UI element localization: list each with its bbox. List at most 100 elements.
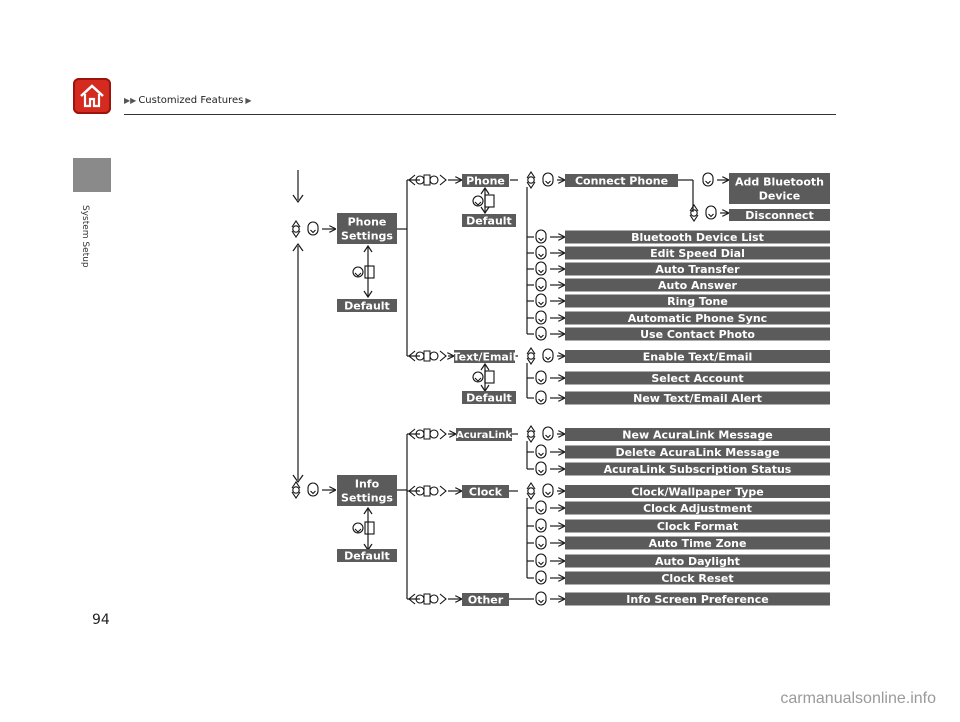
- interface-dial-rotate-icon: [352, 521, 375, 535]
- sidebar-tab-marker: [73, 158, 111, 192]
- text-email-box[interactable]: Text/Email: [453, 350, 517, 363]
- phone-settings-default-box-label: Default: [344, 299, 390, 312]
- auto-daylight-box[interactable]: Auto Daylight: [565, 554, 830, 568]
- interface-dial-select-icon: [526, 482, 554, 500]
- breadcrumb-arrow-icon: ▶: [245, 96, 252, 105]
- auto-transfer-box[interactable]: Auto Transfer: [565, 262, 830, 276]
- clock-reset-box[interactable]: Clock Reset: [565, 571, 830, 585]
- acuralink-subscription-status-box-label: AcuraLink Subscription Status: [604, 463, 792, 476]
- new-acuralink-message-box-label: New AcuraLink Message: [622, 428, 772, 441]
- interface-dial-press-icon: [535, 326, 547, 341]
- phone-settings-box-label: Phone: [348, 215, 387, 228]
- breadcrumb-link[interactable]: Customized Features: [138, 95, 244, 106]
- interface-dial-press-icon: [535, 553, 547, 568]
- home-button[interactable]: [73, 78, 111, 114]
- interface-dial-rotate-icon: [472, 370, 495, 384]
- interface-dial-select-icon: [291, 481, 319, 499]
- info-settings-default-box-label: Default: [344, 549, 390, 562]
- edit-speed-dial-box[interactable]: Edit Speed Dial: [565, 246, 830, 260]
- interface-dial-slide-icon: [408, 485, 447, 497]
- interface-dial-press-icon: [535, 245, 547, 260]
- info-settings-default-box: Default: [337, 549, 397, 562]
- info-screen-preference-box[interactable]: Info Screen Preference: [565, 592, 830, 606]
- ring-tone-box-label: Ring Tone: [667, 295, 728, 308]
- breadcrumb: ▶▶ Customized Features ▶: [124, 95, 251, 106]
- phone-box-label: Phone: [466, 174, 505, 187]
- interface-dial-press-icon: [535, 277, 547, 292]
- disconnect-box[interactable]: Disconnect: [729, 209, 830, 222]
- auto-time-zone-box-label: Auto Time Zone: [649, 537, 747, 550]
- interface-dial-rotate-icon: [352, 265, 375, 279]
- acuralink-subscription-status-box[interactable]: AcuraLink Subscription Status: [565, 462, 830, 476]
- info-screen-preference-box-label: Info Screen Preference: [626, 593, 768, 606]
- interface-dial-press-icon: [535, 390, 547, 405]
- clock-box[interactable]: Clock: [462, 485, 509, 498]
- interface-dial-select-icon: [689, 204, 717, 222]
- phone-default-box: Default: [462, 214, 516, 227]
- new-text-email-alert-box[interactable]: New Text/Email Alert: [565, 391, 830, 405]
- phone-settings-default-box: Default: [337, 299, 397, 312]
- delete-acuralink-message-box[interactable]: Delete AcuraLink Message: [565, 445, 830, 459]
- automatic-phone-sync-box[interactable]: Automatic Phone Sync: [565, 311, 830, 325]
- interface-dial-select-icon: [526, 171, 554, 189]
- use-contact-photo-box[interactable]: Use Contact Photo: [565, 327, 830, 341]
- auto-daylight-box-label: Auto Daylight: [655, 555, 740, 568]
- other-box-label: Other: [468, 593, 504, 606]
- other-box[interactable]: Other: [462, 593, 509, 606]
- interface-dial-select-icon: [291, 220, 319, 238]
- delete-acuralink-message-box-label: Delete AcuraLink Message: [615, 446, 779, 459]
- enable-text-email-box-label: Enable Text/Email: [643, 350, 753, 363]
- watermark: carmanualsonline.info: [780, 690, 936, 707]
- connect-phone-box[interactable]: Connect Phone: [565, 174, 678, 187]
- phone-box[interactable]: Phone: [462, 174, 509, 187]
- automatic-phone-sync-box-label: Automatic Phone Sync: [628, 312, 767, 325]
- select-account-box-label: Select Account: [651, 372, 743, 385]
- clock-wallpaper-type-box-label: Clock/Wallpaper Type: [631, 485, 764, 498]
- bluetooth-device-list-box[interactable]: Bluetooth Device List: [565, 230, 830, 244]
- clock-adjustment-box[interactable]: Clock Adjustment: [565, 501, 830, 515]
- clock-format-box[interactable]: Clock Format: [565, 519, 830, 533]
- bluetooth-device-list-box-label: Bluetooth Device List: [631, 231, 764, 244]
- edit-speed-dial-box-label: Edit Speed Dial: [650, 247, 745, 260]
- interface-dial-press-icon: [535, 570, 547, 585]
- interface-dial-press-icon: [702, 172, 714, 187]
- clock-format-box-label: Clock Format: [657, 520, 738, 533]
- acuralink-box-label: AcuraLink: [456, 430, 512, 441]
- connect-phone-box-label: Connect Phone: [575, 174, 668, 187]
- interface-dial-press-icon: [535, 500, 547, 515]
- interface-dial-press-icon: [535, 518, 547, 533]
- new-text-email-alert-box-label: New Text/Email Alert: [633, 392, 762, 405]
- interface-dial-rotate-icon: [472, 194, 495, 208]
- auto-answer-box[interactable]: Auto Answer: [565, 278, 830, 292]
- auto-time-zone-box[interactable]: Auto Time Zone: [565, 536, 830, 550]
- auto-answer-box-label: Auto Answer: [658, 279, 738, 292]
- add-bluetooth-device-box-label: Device: [759, 189, 801, 202]
- interface-dial-slide-icon: [408, 593, 447, 605]
- info-settings-box-label: Settings: [341, 491, 393, 504]
- new-acuralink-message-box[interactable]: New AcuraLink Message: [565, 428, 830, 441]
- ring-tone-box[interactable]: Ring Tone: [565, 294, 830, 308]
- clock-adjustment-box-label: Clock Adjustment: [643, 502, 752, 515]
- acuralink-box[interactable]: AcuraLink: [456, 428, 512, 441]
- interface-dial-press-icon: [535, 591, 547, 606]
- interface-dial-press-icon: [535, 370, 547, 385]
- select-account-box[interactable]: Select Account: [565, 371, 830, 385]
- add-bluetooth-device-box-label: Add Bluetooth: [735, 175, 824, 188]
- clock-reset-box-label: Clock Reset: [661, 572, 733, 585]
- interface-dial-press-icon: [535, 261, 547, 276]
- info-settings-box-label: Info: [355, 477, 380, 490]
- phone-default-box-label: Default: [466, 214, 512, 227]
- interface-dial-press-icon: [535, 293, 547, 308]
- interface-dial-press-icon: [535, 229, 547, 244]
- clock-box-label: Clock: [469, 485, 503, 498]
- phone-settings-box-label: Settings: [341, 229, 393, 242]
- enable-text-email-box[interactable]: Enable Text/Email: [565, 350, 830, 363]
- interface-dial-press-icon: [535, 444, 547, 459]
- disconnect-box-label: Disconnect: [745, 209, 813, 222]
- interface-dial-press-icon: [535, 310, 547, 325]
- clock-wallpaper-type-box[interactable]: Clock/Wallpaper Type: [565, 485, 830, 498]
